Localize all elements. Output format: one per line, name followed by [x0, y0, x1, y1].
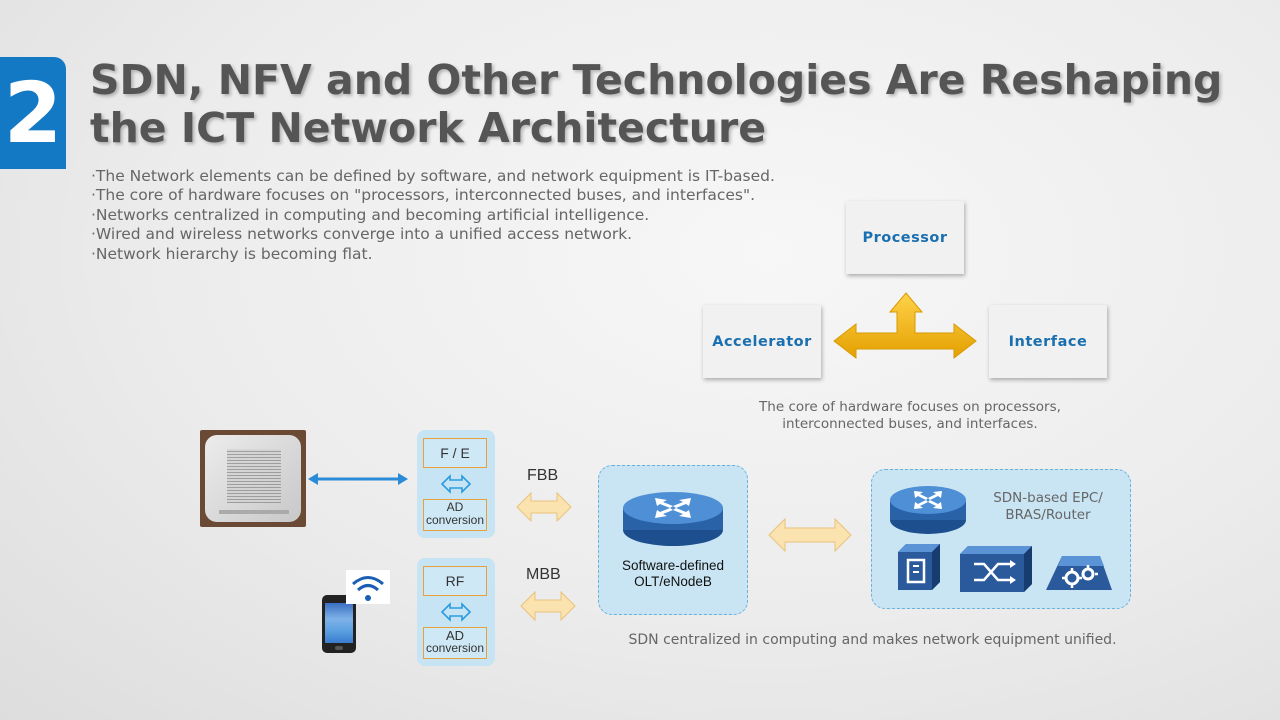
rf-cell: RF — [423, 566, 487, 596]
accelerator-box: Accelerator — [703, 305, 821, 378]
olt-enodeb-box: Software-defined OLT/eNodeB — [598, 465, 748, 615]
ont-link-arrow-icon — [308, 473, 408, 485]
accelerator-label: Accelerator — [712, 333, 812, 350]
switch-icon — [960, 546, 1032, 592]
ad-label: AD — [445, 628, 465, 643]
ad-conversion-cell: AD conversion — [423, 627, 487, 659]
interface-box: Interface — [989, 305, 1107, 378]
hardware-caption: The core of hardware focuses on processo… — [740, 399, 1080, 433]
olt-label-line: Software-defined — [621, 558, 725, 573]
ad-conversion-cell: AD conversion — [423, 499, 487, 531]
fixed-ad-module: F / E AD conversion — [417, 430, 495, 538]
fbb-arrow-icon — [516, 491, 572, 523]
interface-label: Interface — [1008, 333, 1088, 350]
hardware-caption-line: interconnected buses, and interfaces. — [782, 416, 1038, 432]
sdn-router-icon — [890, 486, 966, 534]
ont-device-image — [200, 430, 306, 527]
hardware-caption-line: The core of hardware focuses on processo… — [759, 399, 1061, 415]
slide-number-badge: 2 — [0, 57, 66, 169]
bullet-item: ·Wired and wireless networks converge in… — [91, 225, 633, 244]
olt-label-line: OLT/eNodeB — [634, 574, 712, 589]
bullet-item: ·The Network elements can be defined by … — [91, 167, 775, 185]
bullet-item: ·Network hierarchy is becoming flat. — [91, 244, 373, 263]
sdn-label-line: BRAS/Router — [1005, 507, 1091, 523]
conversion-arrow-icon — [440, 474, 472, 494]
conversion-arrow-icon — [440, 602, 472, 622]
conversion-label: conversion — [425, 641, 485, 655]
router-icon — [623, 492, 723, 546]
fbb-label: FBB — [527, 467, 559, 484]
bullet-list: ·The Network elements can be defined by … — [91, 167, 775, 264]
conversion-label: conversion — [425, 513, 485, 527]
processor-box: Processor — [846, 201, 964, 274]
mobile-ad-module: RF AD conversion — [417, 558, 495, 666]
bullet-item: ·Networks centralized in computing and b… — [91, 205, 650, 224]
bullet-item: ·The core of hardware focuses on "proces… — [91, 186, 756, 205]
server-icon — [898, 544, 940, 590]
slide-title: SDN, NFV and Other Technologies Are Resh… — [90, 56, 1223, 152]
sdn-caption: SDN centralized in computing and makes n… — [628, 632, 1117, 648]
processor-label: Processor — [862, 229, 948, 246]
sdn-label-line: SDN-based EPC/ — [993, 490, 1103, 506]
core-link-arrow-icon — [768, 517, 852, 553]
bus-tee-arrow-icon — [833, 292, 977, 360]
mbb-label: MBB — [526, 566, 561, 583]
sdn-core-box: SDN-based EPC/ BRAS/Router — [871, 469, 1131, 609]
gateway-gear-icon — [1046, 556, 1112, 590]
smartphone-icon — [322, 595, 356, 653]
ad-label: AD — [446, 500, 464, 514]
mbb-arrow-icon — [520, 590, 576, 622]
wifi-icon — [346, 570, 390, 604]
fe-cell: F / E — [423, 438, 487, 468]
